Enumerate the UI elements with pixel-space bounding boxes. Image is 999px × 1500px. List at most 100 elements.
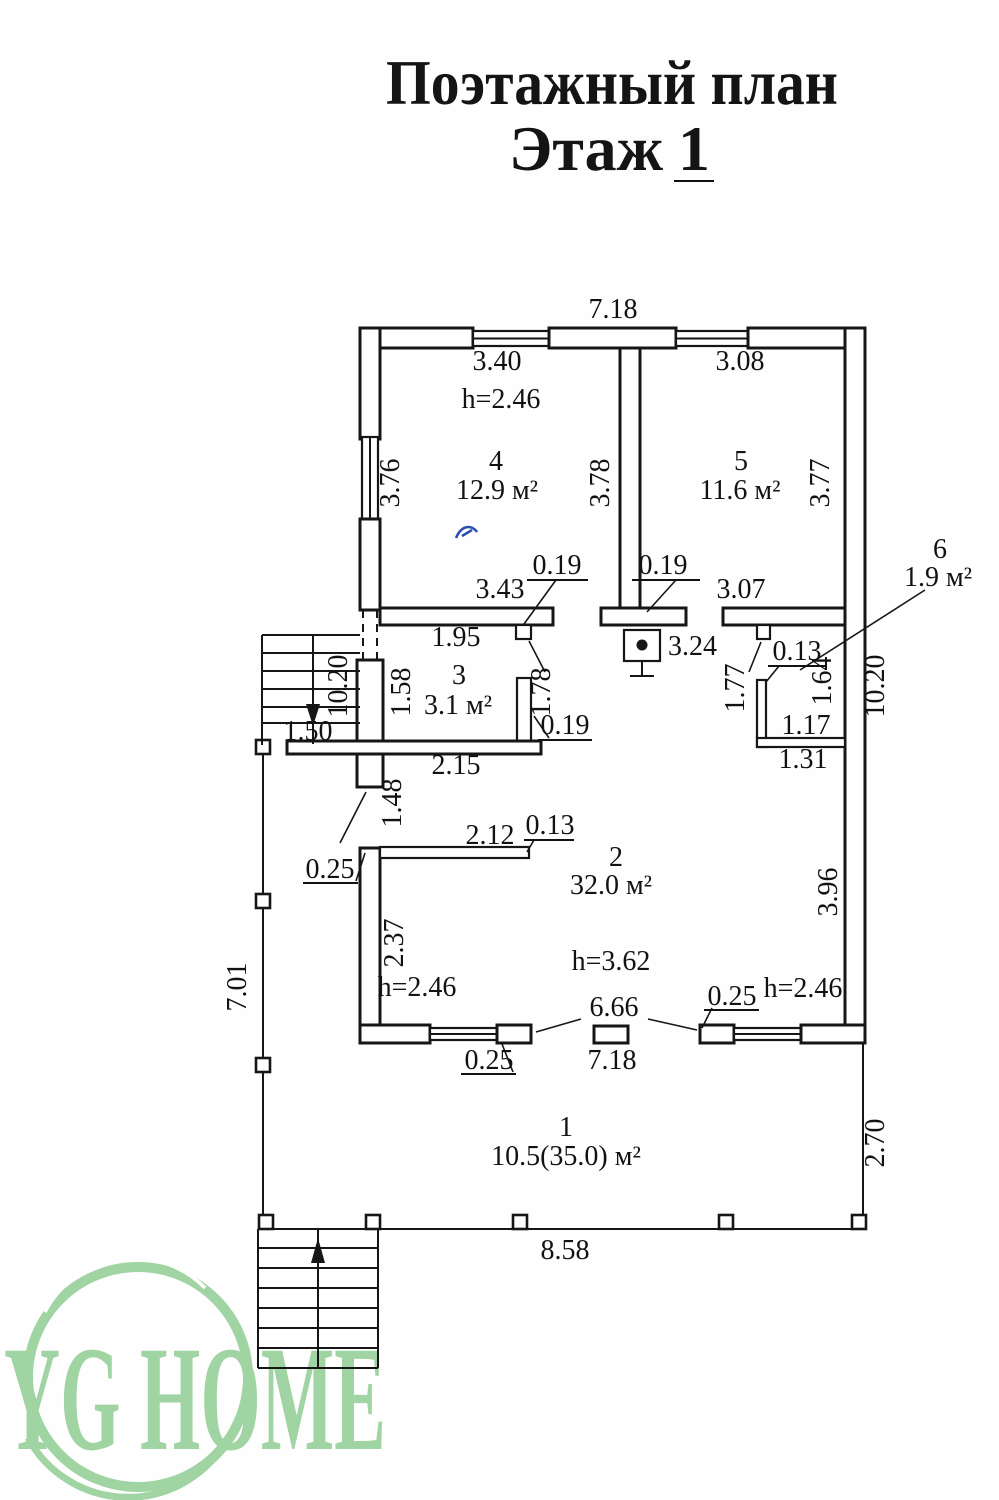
dim-396: 3.96 bbox=[813, 868, 844, 917]
room5-number: 5 bbox=[734, 446, 748, 477]
room4-number: 4 bbox=[489, 446, 503, 477]
room1-number: 1 bbox=[559, 1112, 573, 1143]
leader-lines bbox=[339, 579, 926, 1073]
wall-stub-right bbox=[755, 623, 772, 641]
wall-bottom-right bbox=[799, 1023, 867, 1045]
dimension-underlines bbox=[303, 579, 826, 1075]
dim-top-width: 7.18 bbox=[589, 294, 638, 325]
dim-164: 1.64 bbox=[807, 657, 838, 706]
dim-r6-door-013: 0.13 bbox=[773, 636, 822, 667]
terrace-post bbox=[511, 1213, 529, 1231]
dim-seg-307: 3.07 bbox=[717, 574, 766, 605]
dim-150: 1.50 bbox=[284, 716, 333, 747]
page-title: Поэтажный план bbox=[386, 47, 838, 118]
room2-area: 32.0 м² bbox=[570, 870, 652, 901]
blue-pen-mark bbox=[454, 525, 479, 539]
dim-r3-left-158: 1.58 bbox=[386, 668, 417, 717]
wall-left-lower bbox=[358, 846, 382, 1045]
terrace-post bbox=[257, 1213, 275, 1231]
dim-room5-width: 3.08 bbox=[716, 346, 765, 377]
dim-room4-width: 3.40 bbox=[473, 346, 522, 377]
wall-bottom-left bbox=[358, 1023, 432, 1045]
room3-wall-bottom bbox=[285, 739, 543, 756]
room3-number: 3 bbox=[452, 660, 466, 691]
watermark-brush-highlight bbox=[43, 1256, 207, 1313]
dim-013-partition: 0.13 bbox=[526, 810, 575, 841]
room2-partition bbox=[378, 845, 531, 860]
room4-height-note: h=2.46 bbox=[462, 384, 541, 415]
wall-pier-bottom-left bbox=[495, 1023, 533, 1045]
dimension-labels: 7.18 3.40 3.08 h=2.46 3.76 3.78 3.77 4 1… bbox=[222, 294, 972, 1266]
stairs-arrowhead-up bbox=[311, 1238, 325, 1263]
watermark-text: YG HOME bbox=[4, 1316, 386, 1482]
floor-label: Этаж bbox=[509, 113, 664, 184]
wall-left-middle bbox=[358, 517, 382, 612]
wall-between-room4-room5 bbox=[618, 346, 642, 612]
room4-area: 12.9 м² bbox=[456, 475, 538, 506]
wall-mid-right-segment bbox=[721, 606, 847, 627]
room1-area: 10.5(35.0) м² bbox=[491, 1141, 641, 1172]
watermark-logo: YG HOME bbox=[4, 1256, 386, 1500]
dim-178: 1.78 bbox=[526, 668, 557, 717]
window-top-right bbox=[674, 329, 750, 348]
window-top-left bbox=[471, 329, 551, 348]
dim-door-019-left: 0.19 bbox=[533, 550, 582, 581]
boiler-icon bbox=[622, 628, 662, 677]
wall-pier-left bbox=[355, 658, 385, 789]
room6-wall-bottom bbox=[755, 736, 847, 749]
dim-r6-width-117: 1.17 bbox=[782, 710, 831, 741]
title-block: Поэтажный план Этаж 1 bbox=[386, 47, 838, 184]
dim-148: 1.48 bbox=[377, 779, 408, 828]
wall-top-center bbox=[547, 326, 678, 350]
dim-r3-width: 1.95 bbox=[432, 622, 481, 653]
dim-215: 2.15 bbox=[432, 750, 481, 781]
dim-177: 1.77 bbox=[720, 664, 751, 713]
terrace-post bbox=[254, 1056, 272, 1074]
window-bottom-left bbox=[428, 1026, 499, 1042]
dim-door-019-right: 0.19 bbox=[639, 550, 688, 581]
room6-number: 6 bbox=[933, 534, 947, 565]
dim-left-1020: 10.20 bbox=[323, 655, 354, 718]
exterior-walls bbox=[355, 326, 867, 1045]
dim-237: 2.37 bbox=[379, 919, 410, 968]
terrace-post bbox=[850, 1213, 868, 1231]
stairs-upper-left bbox=[261, 634, 360, 745]
terrace-post bbox=[717, 1213, 735, 1231]
window-bottom-right bbox=[732, 1026, 803, 1042]
dim-701: 7.01 bbox=[222, 963, 253, 1012]
dim-bottom-718: 7.18 bbox=[588, 1045, 637, 1076]
floor-number: 1 bbox=[678, 113, 710, 184]
dim-212: 2.12 bbox=[466, 820, 515, 851]
room5-area: 11.6 м² bbox=[699, 475, 780, 506]
dim-seg-343: 3.43 bbox=[476, 574, 525, 605]
dim-left-upper: 3.76 bbox=[375, 459, 406, 508]
dim-666: 6.66 bbox=[590, 992, 639, 1023]
room6-area: 1.9 м² bbox=[904, 562, 972, 593]
wall-stub-left bbox=[514, 623, 533, 641]
room2-height-right: h=2.46 bbox=[764, 973, 843, 1004]
dim-025-bottom-left: 0.25 bbox=[465, 1045, 514, 1076]
room2-height-center: h=3.62 bbox=[572, 946, 651, 977]
dim-right-1020: 10.20 bbox=[860, 655, 891, 718]
watermark-brush-arc bbox=[24, 1436, 232, 1500]
chimney-block bbox=[592, 1024, 630, 1045]
dim-boiler-324: 3.24 bbox=[668, 631, 717, 662]
wall-center-foot bbox=[599, 606, 688, 627]
dim-r3-door-019: 0.19 bbox=[541, 710, 590, 741]
dim-025-bottom-right: 0.25 bbox=[708, 981, 757, 1012]
watermark-circle-icon bbox=[23, 1262, 253, 1492]
stairs-bottom-left bbox=[257, 1229, 379, 1369]
dim-270: 2.70 bbox=[860, 1119, 891, 1168]
room2-height-left: h=2.46 bbox=[378, 972, 457, 1003]
dim-middle-wall: 3.78 bbox=[585, 459, 616, 508]
terrace bbox=[254, 738, 868, 1231]
dim-right-upper: 3.77 bbox=[805, 459, 836, 508]
terrace-post bbox=[364, 1213, 382, 1231]
wall-left-upper bbox=[358, 326, 382, 441]
dim-858: 8.58 bbox=[541, 1235, 590, 1266]
dim-025-left: 0.25 bbox=[306, 854, 355, 885]
terrace-post bbox=[254, 892, 272, 910]
stairs-arrowhead-down bbox=[306, 704, 320, 726]
